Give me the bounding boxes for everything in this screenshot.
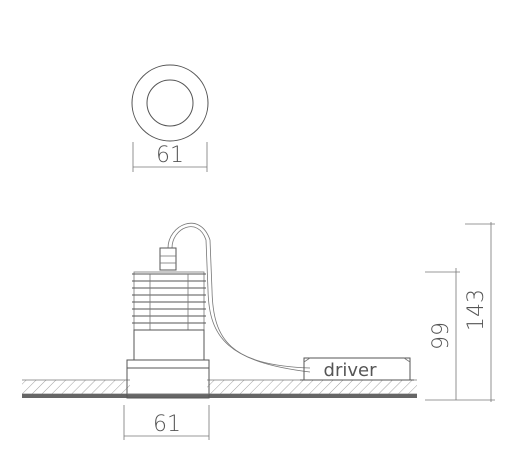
top-view: 61 <box>131 64 209 172</box>
body-height-label: 99 <box>429 322 454 350</box>
ceiling-hatch-right <box>207 380 417 394</box>
top-view-width-label: 61 <box>156 143 184 168</box>
driver-box: driver <box>300 357 414 381</box>
total-height-label: 143 <box>464 289 489 331</box>
cable-connector <box>159 247 177 271</box>
top-view-outer-ring <box>131 64 209 142</box>
base-width-label: 61 <box>153 412 181 437</box>
heat-sink-fins <box>132 273 206 330</box>
ceiling-plane <box>22 379 417 398</box>
fixture-bezel-upper <box>126 359 210 369</box>
driver-label: driver <box>324 360 378 381</box>
fixture-side-view <box>126 222 311 399</box>
fixture-bezel-lower <box>126 367 210 399</box>
fixture-body <box>133 329 205 361</box>
ceiling-underside <box>22 394 417 398</box>
height-dimensions: 99 143 <box>425 222 495 402</box>
ceiling-hatch-left <box>22 380 130 394</box>
base-width-dimension: 61 <box>123 405 210 440</box>
power-cable <box>167 222 311 369</box>
top-view-inner-ring <box>146 79 194 127</box>
